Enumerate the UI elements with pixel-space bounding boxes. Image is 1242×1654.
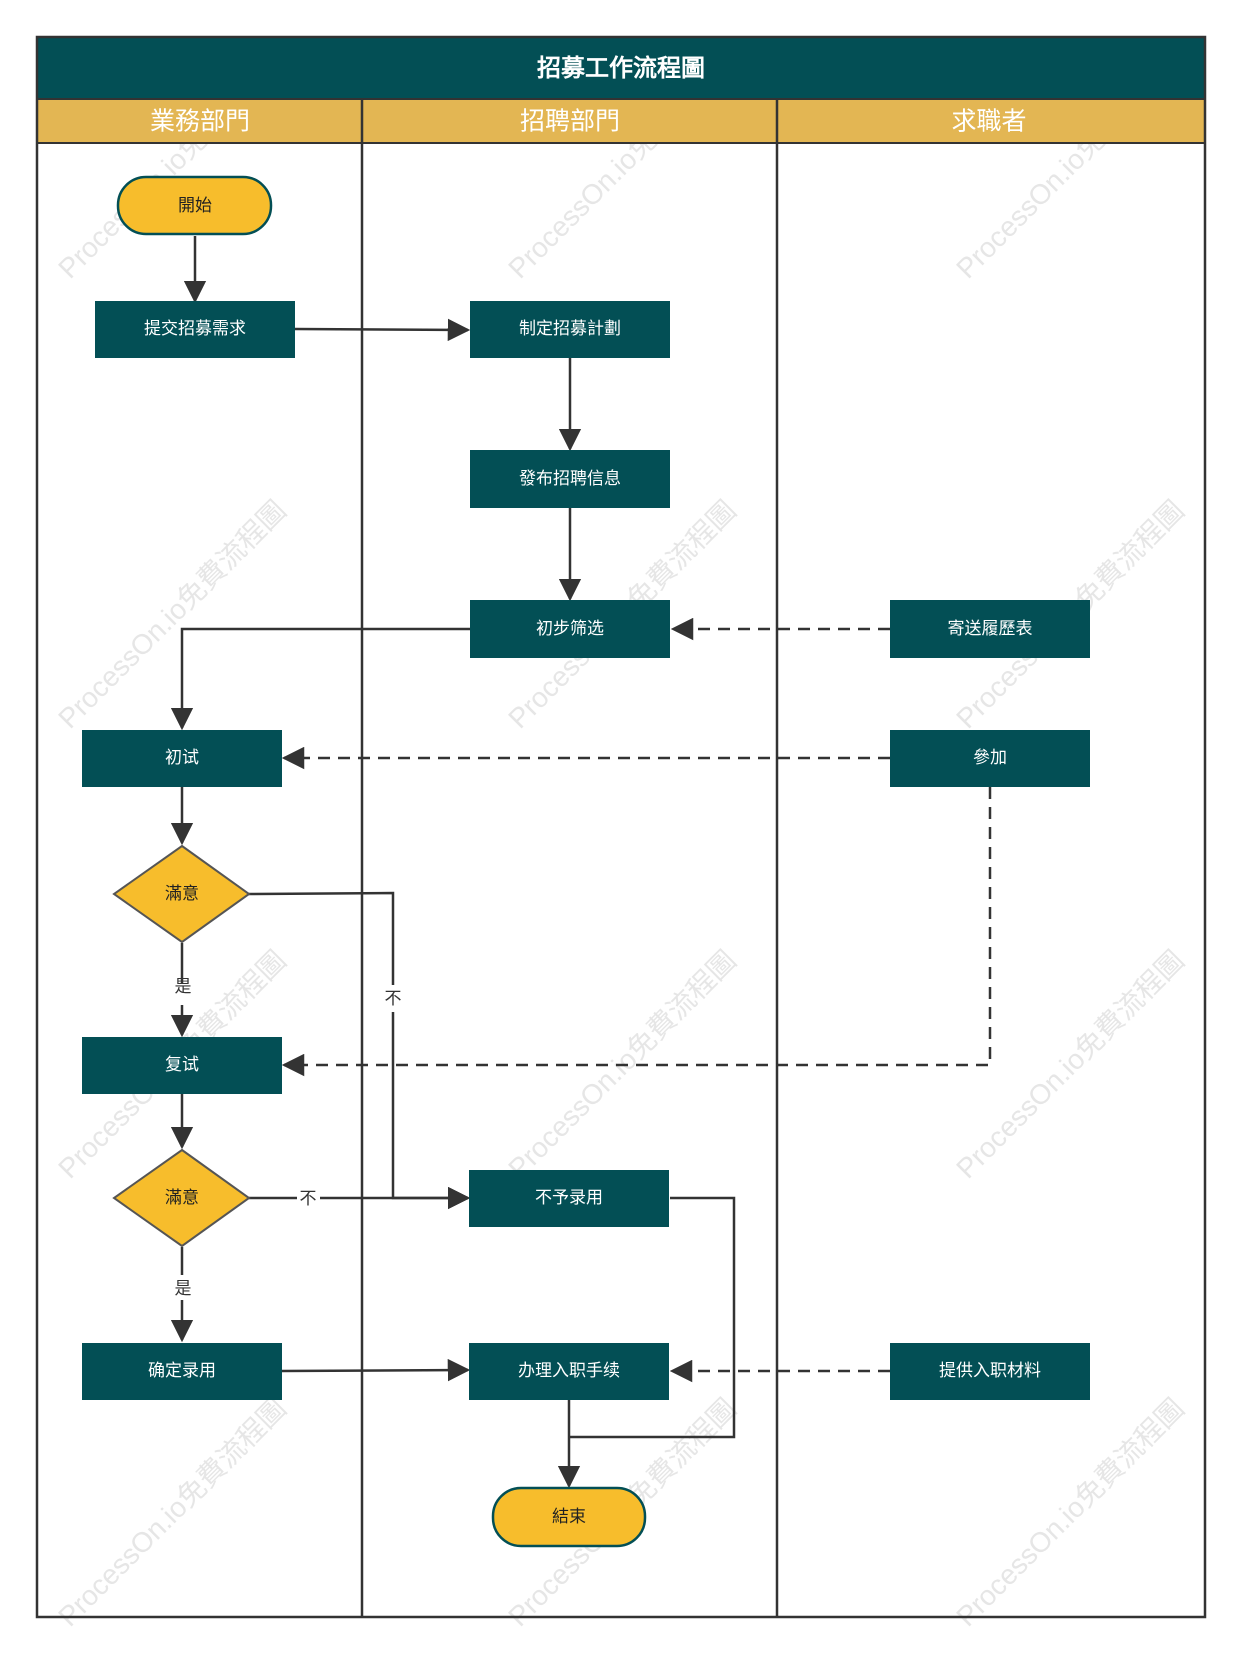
provide-materials-node <box>890 1343 1090 1400</box>
edge-label-no-2: 不 <box>300 1189 317 1209</box>
lane-header-recruiting: 招聘部門 <box>520 107 620 136</box>
plan-node <box>470 301 670 358</box>
attend-label: 參加 <box>973 748 1007 768</box>
edge-reject-to-end <box>569 1196 736 1439</box>
edge-attend-to-second-interview <box>281 787 992 1077</box>
screen-label: 初步筛选 <box>536 619 604 639</box>
end-label: 結束 <box>552 1507 586 1527</box>
decision-1-label: 滿意 <box>165 884 199 904</box>
send-resume-label: 寄送履歷表 <box>948 619 1033 639</box>
edge-label-no-1: 不 <box>385 989 402 1009</box>
decision-2-label: 滿意 <box>165 1188 199 1208</box>
decision-node-2 <box>112 1148 251 1248</box>
publish-label: 發布招聘信息 <box>519 469 621 489</box>
edge-label-yes-2: 是 <box>175 1279 192 1299</box>
decision-node-1 <box>112 844 251 944</box>
edge-label-yes-1: 是 <box>175 977 192 997</box>
onboard-label: 办理入职手续 <box>518 1361 620 1381</box>
watermark: ProcessOn.io免費流程圖 <box>950 1392 1190 1632</box>
reject-node <box>469 1170 669 1227</box>
lane-header-bar <box>37 99 1205 143</box>
reject-label: 不予录用 <box>535 1188 603 1208</box>
screen-node <box>470 600 670 658</box>
confirm-label: 确定录用 <box>148 1361 216 1381</box>
second-interview-node <box>82 1037 282 1094</box>
submit-node <box>95 301 295 358</box>
send-resume-node <box>890 600 1090 658</box>
plan-label: 制定招募計劃 <box>519 319 621 339</box>
diagram-title-bar <box>37 37 1205 99</box>
provide-materials-label: 提供入职材料 <box>939 1361 1041 1381</box>
diagram-title: 招募工作流程圖 <box>537 54 705 82</box>
start-node <box>116 175 273 236</box>
watermark: ProcessOn.io免費流程圖 <box>52 1392 292 1632</box>
start-label: 開始 <box>178 196 212 216</box>
second-interview-label: 复试 <box>165 1055 199 1075</box>
lane-header-business: 業務部門 <box>150 107 250 136</box>
diagram-frame <box>35 35 1207 1619</box>
first-interview-node <box>82 730 282 787</box>
submit-label: 提交招募需求 <box>144 319 246 339</box>
onboard-node <box>469 1343 669 1400</box>
edge-confirm-to-onboard <box>281 1358 471 1382</box>
edge-screen-to-first-interview <box>170 627 470 731</box>
publish-node <box>470 450 670 508</box>
end-node <box>491 1486 647 1548</box>
watermark: ProcessOn.io免費流程圖 <box>52 494 292 734</box>
first-interview-label: 初试 <box>165 748 199 768</box>
edge-decision1-no-down <box>391 1012 471 1210</box>
lane-header-applicant: 求職者 <box>951 107 1026 136</box>
confirm-node <box>82 1343 282 1400</box>
attend-node <box>890 730 1090 787</box>
edge-decision1-no <box>247 891 395 985</box>
edge-submit-to-plan <box>294 318 471 342</box>
